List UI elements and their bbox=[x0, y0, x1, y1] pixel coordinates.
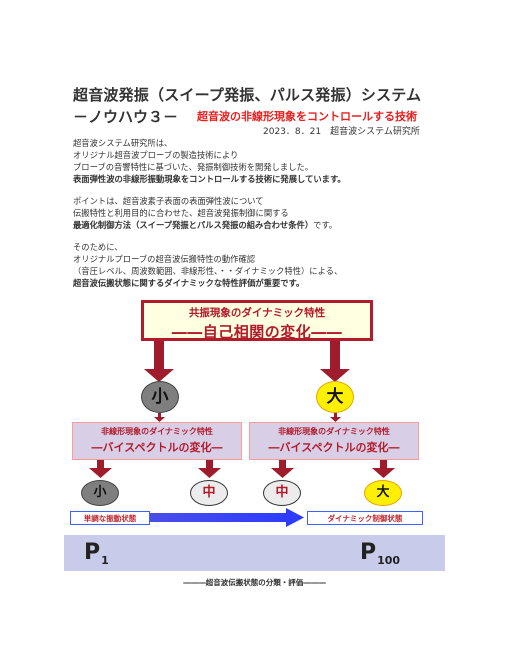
bottom-circle-small: 小 bbox=[81, 480, 119, 506]
bispectrum-box-left: 非線形現象のダイナミック特性 ―バイスペクトルの変化― bbox=[72, 422, 242, 460]
nonlinear-dynamics-label: 非線形現象のダイナミック特性 bbox=[101, 427, 213, 436]
arrow-down-mid-1 bbox=[89, 460, 112, 478]
arrow-thin-right bbox=[330, 413, 341, 422]
p-range-band: P1 P100 bbox=[64, 535, 445, 571]
arrow-down-top-left bbox=[144, 341, 174, 382]
paragraph-line: プローブの音響特性に基づいた、発振制御技術を開発しました。 bbox=[73, 162, 314, 172]
document-subtitle: －ノウハウ３－ bbox=[73, 108, 179, 126]
paragraph-line-partial-bold: 最適化制御方法（スイープ発振とパルス発振の組み合わせ条件）です。 bbox=[73, 220, 338, 230]
nonlinear-dynamics-label: 非線形現象のダイナミック特性 bbox=[278, 427, 390, 436]
classification-diagram: 共振現象のダイナミック特性 ――自己相関の変化―― 小 大 非線形現象のダイナミ… bbox=[64, 300, 445, 590]
paragraph-line: 伝搬特性と利用目的に合わせた、超音波発振制御に関する bbox=[73, 208, 289, 218]
paragraph-1: 超音波システム研究所は、 オリジナル超音波プローブの製造技術により プローブの音… bbox=[73, 137, 346, 185]
paragraph-line: オリジナル超音波プローブの製造技術により bbox=[73, 150, 239, 160]
resonance-dynamics-box: 共振現象のダイナミック特性 ――自己相関の変化―― bbox=[141, 300, 373, 341]
bottom-circle-large: 大 bbox=[364, 480, 402, 506]
paragraph-line: （音圧レベル、周波数範囲、非線形性、・・ダイナミック特性）による、 bbox=[73, 266, 343, 276]
bottom-circle-medium-1: 中 bbox=[190, 480, 228, 506]
bispectrum-box-right: 非線形現象のダイナミック特性 ―バイスペクトルの変化― bbox=[249, 422, 419, 460]
dynamic-control-state-label: ダイナミック制御状態 bbox=[307, 511, 423, 525]
paragraph-line: そのために、 bbox=[73, 242, 123, 252]
date-and-author: 2023．8．21 超音波システム研究所 bbox=[263, 127, 420, 137]
paragraph-line: ポイントは、超音波素子表面の表面弾性波について bbox=[73, 196, 264, 206]
arrow-down-mid-2 bbox=[198, 460, 221, 478]
paragraph-line: オリジナルプローブの超音波伝搬特性の動作確認 bbox=[73, 254, 256, 264]
document-title: 超音波発振（スイープ発振、パルス発振）システム bbox=[73, 86, 422, 104]
arrow-thin-left bbox=[154, 413, 165, 422]
small-level-circle: 小 bbox=[141, 381, 179, 413]
progression-arrow bbox=[148, 508, 304, 527]
arrow-down-mid-3 bbox=[271, 460, 294, 478]
paragraph-line-emphasis: 超音波伝搬状態に関するダイナミックな特性評価が重要です。 bbox=[73, 278, 305, 288]
diagram-caption: ―――超音波伝搬状態の分類・評価――― bbox=[183, 578, 326, 587]
large-level-circle: 大 bbox=[316, 381, 354, 413]
bottom-circle-medium-2: 中 bbox=[263, 480, 301, 506]
arrow-down-top-right bbox=[320, 341, 350, 382]
paragraph-2: ポイントは、超音波素子表面の表面弾性波について 伝搬特性と利用目的に合わせた、超… bbox=[73, 195, 337, 231]
arrow-down-mid-4 bbox=[372, 460, 395, 478]
p-start-label: P1 bbox=[84, 540, 109, 567]
autocorrelation-change-label: ――自己相関の変化―― bbox=[171, 323, 343, 341]
paragraph-3: そのために、 オリジナルプローブの超音波伝搬特性の動作確認 （音圧レベル、周波数… bbox=[73, 241, 342, 289]
bispectrum-change-label: ―バイスペクトルの変化― bbox=[91, 441, 223, 454]
bispectrum-change-label: ―バイスペクトルの変化― bbox=[268, 441, 400, 454]
p-end-label: P100 bbox=[360, 540, 401, 567]
paragraph-line: 超音波システム研究所は、 bbox=[73, 138, 173, 148]
resonance-dynamics-label: 共振現象のダイナミック特性 bbox=[188, 307, 326, 319]
monotonic-state-label: 単調な振動状態 bbox=[70, 511, 150, 525]
paragraph-line-emphasis: 表面弾性波の非線形振動現象をコントロールする技術に発展しています。 bbox=[73, 174, 346, 184]
document-subtitle-highlight: 超音波の非線形現象をコントロールする技術 bbox=[197, 110, 417, 123]
